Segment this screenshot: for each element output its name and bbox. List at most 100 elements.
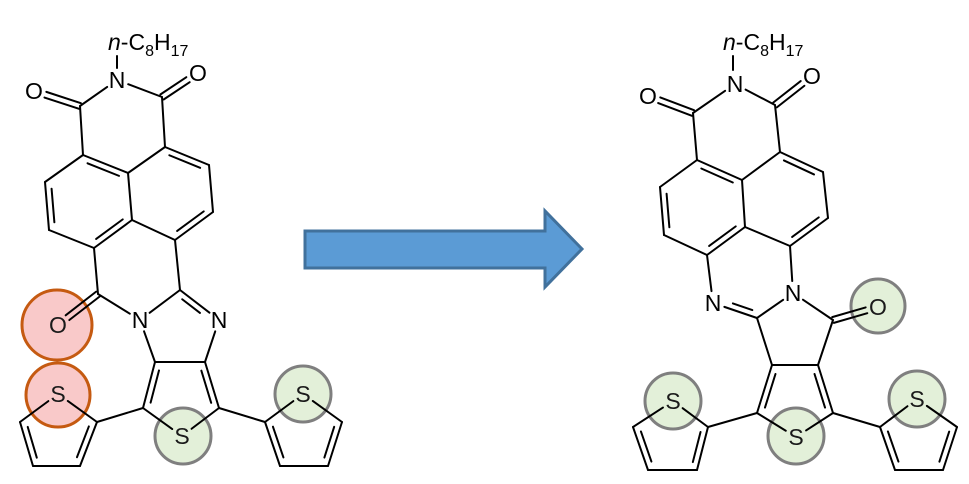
bond — [44, 181, 50, 231]
bond — [706, 254, 713, 293]
atom-s: S — [174, 423, 189, 449]
atom-o: O — [639, 83, 657, 109]
bond — [204, 330, 217, 363]
bond — [801, 298, 834, 321]
atom-o: O — [25, 78, 43, 104]
bonds — [19, 55, 958, 471]
bond — [68, 295, 101, 322]
highlight-kept-sulfur-center-right — [766, 406, 826, 466]
bond — [95, 218, 124, 240]
bond — [632, 406, 664, 428]
bond — [50, 187, 56, 224]
bond — [696, 159, 743, 181]
bond — [264, 421, 281, 467]
bond — [744, 226, 791, 247]
bond — [632, 426, 649, 471]
bond — [48, 229, 95, 249]
bond — [19, 400, 50, 423]
atom-o-removed: O — [49, 312, 67, 338]
bond — [879, 405, 909, 428]
bond — [692, 89, 727, 114]
bond — [179, 289, 211, 314]
bond — [659, 96, 696, 112]
bond — [264, 400, 295, 423]
bond — [200, 369, 213, 404]
bond — [938, 430, 951, 463]
bond — [731, 302, 754, 312]
bond — [817, 319, 834, 366]
bond — [763, 372, 777, 409]
bond — [64, 290, 98, 317]
bond — [822, 171, 829, 219]
bond — [96, 407, 144, 423]
bond — [723, 305, 758, 319]
bond — [66, 399, 98, 423]
bond — [208, 164, 214, 213]
bond — [82, 154, 129, 174]
bond — [45, 90, 82, 105]
atom-n: N — [785, 280, 802, 306]
bond — [311, 399, 343, 423]
bond — [93, 219, 133, 249]
bond — [79, 421, 98, 467]
bond — [659, 186, 665, 236]
bond — [75, 425, 90, 459]
bond — [692, 112, 698, 161]
bond — [204, 361, 220, 409]
bond — [813, 372, 827, 409]
bond — [174, 211, 214, 241]
atom-n: N — [727, 71, 744, 97]
bond — [142, 361, 156, 409]
bond — [700, 167, 734, 184]
bond — [775, 84, 806, 109]
bond — [756, 317, 773, 366]
atom-o: O — [189, 60, 207, 86]
atom-o: O — [803, 63, 821, 89]
highlight-circles — [20, 277, 947, 466]
bond — [131, 219, 176, 241]
bond — [181, 298, 201, 314]
bond — [174, 239, 181, 291]
bond — [79, 105, 84, 156]
atom-n: N — [109, 67, 126, 93]
bond — [97, 293, 131, 315]
bond — [772, 80, 802, 104]
right-molecule: n-C8H17 N O O N N O S S S — [639, 29, 925, 450]
bond — [26, 425, 38, 459]
bond — [148, 289, 181, 314]
bond — [832, 412, 881, 428]
atom-o: O — [869, 294, 887, 320]
bond — [707, 412, 758, 428]
atom-s: S — [909, 386, 924, 412]
bond — [659, 159, 698, 188]
bond — [756, 298, 785, 319]
bond — [327, 421, 343, 467]
highlight-kept-sulfur-left-right — [643, 371, 703, 431]
highlight-kept-sulfur-right-right — [887, 369, 947, 429]
bond — [323, 425, 336, 459]
bond — [789, 245, 794, 283]
atom-n: N — [211, 307, 228, 333]
reaction-arrow — [303, 207, 585, 291]
highlight-kept-sulfur-right-left — [273, 364, 333, 424]
bond — [681, 407, 709, 428]
left-molecule: n-C8H17 N O O O N N S S S — [25, 29, 311, 449]
bond — [93, 247, 99, 295]
bond — [832, 312, 869, 324]
highlight-removed-sulfur-left — [24, 361, 92, 429]
bond — [657, 102, 693, 117]
bond — [789, 217, 829, 247]
bond — [805, 412, 834, 432]
bond — [142, 407, 174, 431]
bond — [831, 306, 867, 319]
substituent-label: n-C8H17 — [723, 29, 804, 60]
bond — [879, 426, 896, 471]
bond — [791, 216, 820, 238]
bond — [756, 364, 773, 414]
bond — [691, 430, 702, 464]
highlight-kept-oxygen-right — [849, 277, 907, 335]
bond — [149, 369, 161, 404]
bond — [176, 210, 205, 232]
bond — [744, 88, 776, 106]
atom-s-removed: S — [50, 381, 65, 407]
